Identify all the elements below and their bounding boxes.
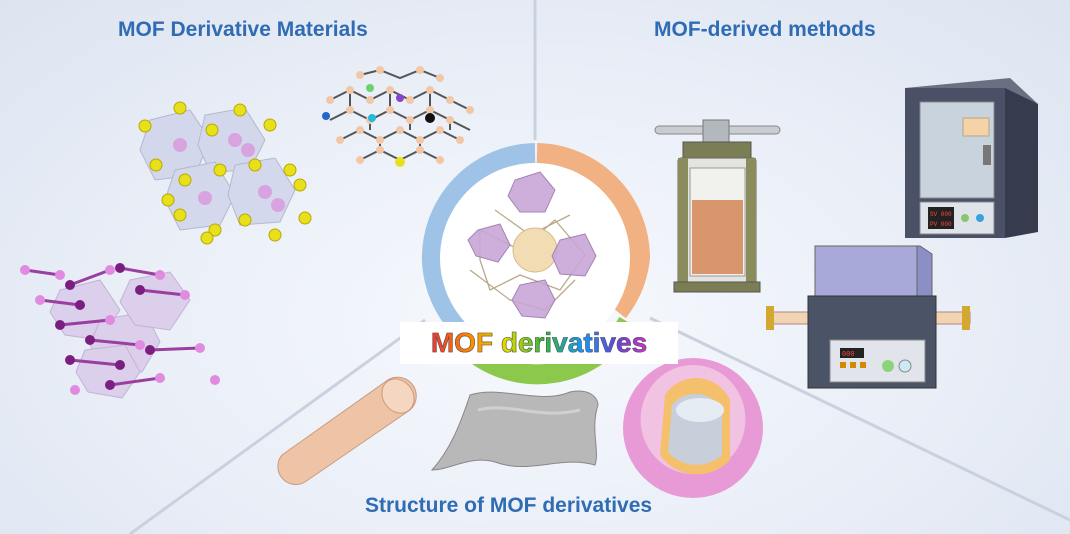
methods-section-title: MOF-derived methods <box>654 18 876 41</box>
center-title-text: MOF derivatives <box>430 327 648 359</box>
furnace-sv-readout: SV 000 <box>930 211 952 218</box>
layered-crystal-icon <box>138 101 312 245</box>
nanosheet-icon <box>430 390 599 471</box>
mof-cluster-icon <box>467 171 597 319</box>
tube-furnace-icon: 000 <box>766 245 971 389</box>
materials-section-title: MOF Derivative Materials <box>118 18 368 41</box>
furnace-pv-readout: PV 000 <box>930 221 952 228</box>
nanorod-icon <box>277 376 417 485</box>
core-shell-sphere-icon <box>623 358 763 498</box>
muffle-furnace-icon: SV 000 PV 000 <box>905 78 1038 238</box>
structure-section-title: Structure of MOF derivatives <box>365 494 653 517</box>
graphene-sheet-icon <box>322 66 474 167</box>
tube-furnace-readout: 000 <box>842 351 855 359</box>
section-dividers <box>129 0 1070 534</box>
center-title: MOF derivatives <box>400 322 678 364</box>
autoclave-icon <box>654 119 781 293</box>
chain-crystal-icon <box>20 263 220 399</box>
